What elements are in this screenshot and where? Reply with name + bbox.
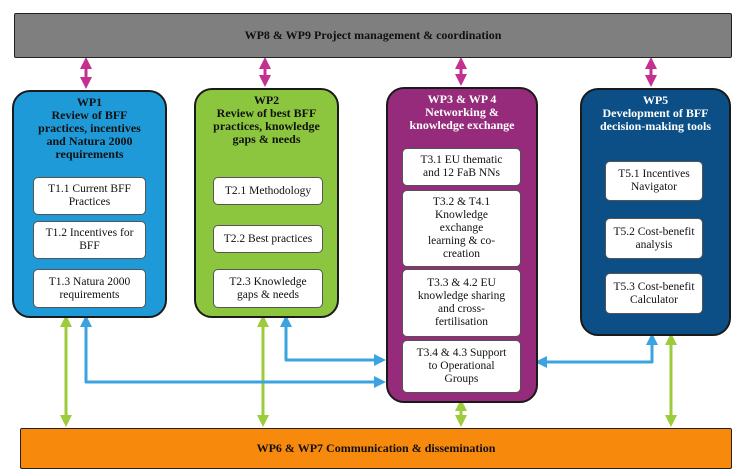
exchange-arrow-wp2 [280, 315, 386, 366]
project-management-bar: WP8 & WP9 Project management & coordinat… [14, 13, 732, 58]
wp3-wp4-box: WP3 & WP 4 Networking & knowledge exchan… [386, 87, 538, 403]
wp2-box: WP2 Review of best BFF practices, knowle… [194, 88, 339, 318]
task-t1-1: T1.1 Current BFF Practices [33, 177, 146, 215]
exchange-arrow-wp5 [535, 333, 658, 368]
task-t3-2-t4-1: T3.2 & T4.1 Knowledge exchange learning … [402, 190, 521, 267]
task-t5-3: T5.3 Cost-benefit Calculator [605, 273, 703, 314]
task-t3-4-4-3: T3.4 & 4.3 Support to Operational Groups [402, 340, 521, 393]
task-t1-3: T1.3 Natura 2000 requirements [33, 269, 146, 308]
task-t3-3-4-2: T3.3 & 4.2 EU knowledge sharing and cros… [402, 269, 521, 337]
wp1-box: WP1 Review of BFF practices, incentives … [12, 90, 167, 318]
task-t2-3: T2.3 Knowledge gaps & needs [213, 269, 323, 308]
task-t2-2: T2.2 Best practices [213, 225, 323, 253]
project-management-label: WP8 & WP9 Project management & coordinat… [244, 28, 502, 42]
exchange-arrow-wp1 [80, 315, 386, 388]
wp1-title: WP1 Review of BFF practices, incentives … [38, 95, 141, 161]
task-t5-1: T5.1 Incentives Navigator [605, 161, 703, 201]
wp3-title: WP3 & WP 4 Networking & knowledge exchan… [409, 92, 515, 132]
task-t1-2: T1.2 Incentives for BFF [33, 221, 146, 259]
wp5-box: WP5 Development of BFF decision-making t… [580, 88, 731, 336]
wp5-title: WP5 Development of BFF decision-making t… [599, 93, 711, 133]
task-t2-1: T2.1 Methodology [213, 177, 323, 205]
task-t3-1: T3.1 EU thematic and 12 FaB NNs [402, 148, 521, 186]
communication-label: WP6 & WP7 Communication & dissemination [256, 441, 496, 455]
task-t5-2: T5.2 Cost-benefit analysis [605, 218, 703, 259]
communication-bar: WP6 & WP7 Communication & dissemination [20, 428, 732, 469]
wp2-title: WP2 Review of best BFF practices, knowle… [213, 93, 320, 146]
